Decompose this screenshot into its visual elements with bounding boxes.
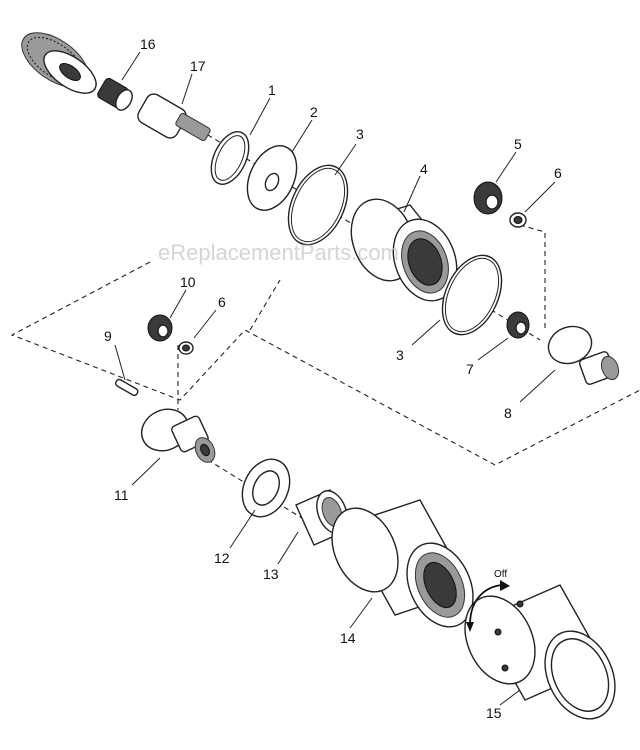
part-gear-16 bbox=[21, 32, 97, 94]
callout-8: 8 bbox=[504, 405, 512, 421]
callout-13: 13 bbox=[263, 566, 279, 582]
callout-14: 14 bbox=[340, 630, 356, 646]
part-shaft-17 bbox=[137, 93, 211, 141]
callout-12: 12 bbox=[214, 550, 230, 566]
callout-5: 5 bbox=[514, 136, 522, 152]
leader-lines bbox=[114, 51, 556, 706]
part-planet-gear-7 bbox=[506, 311, 530, 339]
part-outer-sleeve-15 bbox=[464, 580, 616, 720]
watermark-text: eReplacementParts.com bbox=[158, 240, 399, 265]
part-oring-3-upper bbox=[287, 164, 349, 246]
part-thrust-washer-12 bbox=[241, 458, 291, 518]
part-pin-6-upper bbox=[509, 212, 527, 228]
part-dowel-pin-9 bbox=[115, 378, 139, 397]
part-washer-2 bbox=[246, 145, 298, 211]
part-pin-6-lower bbox=[178, 341, 194, 355]
part-planet-gear-5 bbox=[473, 181, 503, 215]
part-hub-11 bbox=[140, 408, 216, 463]
callout-6-lower: 6 bbox=[218, 294, 226, 310]
callout-9: 9 bbox=[104, 328, 112, 344]
callout-3-lower: 3 bbox=[396, 347, 404, 363]
callout-17: 17 bbox=[190, 58, 206, 74]
callout-2: 2 bbox=[310, 104, 318, 120]
part-snap-ring-1 bbox=[210, 131, 250, 185]
callout-4: 4 bbox=[420, 161, 428, 177]
callout-labels: 16 17 1 2 3 4 5 6 10 6 9 3 7 8 11 12 13 … bbox=[104, 36, 562, 721]
part-spline-gear-16 bbox=[97, 77, 133, 111]
callout-3-upper: 3 bbox=[356, 126, 364, 142]
callout-6-upper: 6 bbox=[554, 165, 562, 181]
callout-1: 1 bbox=[268, 82, 276, 98]
part-planet-gear-10 bbox=[147, 314, 173, 342]
part-clutch-drum-14 bbox=[331, 499, 474, 628]
callout-10: 10 bbox=[180, 274, 196, 290]
part-carrier-8 bbox=[547, 325, 620, 385]
callout-15: 15 bbox=[486, 705, 502, 721]
callout-11: 11 bbox=[114, 487, 129, 503]
part-oring-3-lower bbox=[441, 254, 503, 336]
callout-16: 16 bbox=[140, 36, 156, 52]
direction-label-off: Off bbox=[494, 569, 507, 580]
callout-7: 7 bbox=[466, 361, 474, 377]
part-ring-gear-4 bbox=[350, 198, 458, 302]
